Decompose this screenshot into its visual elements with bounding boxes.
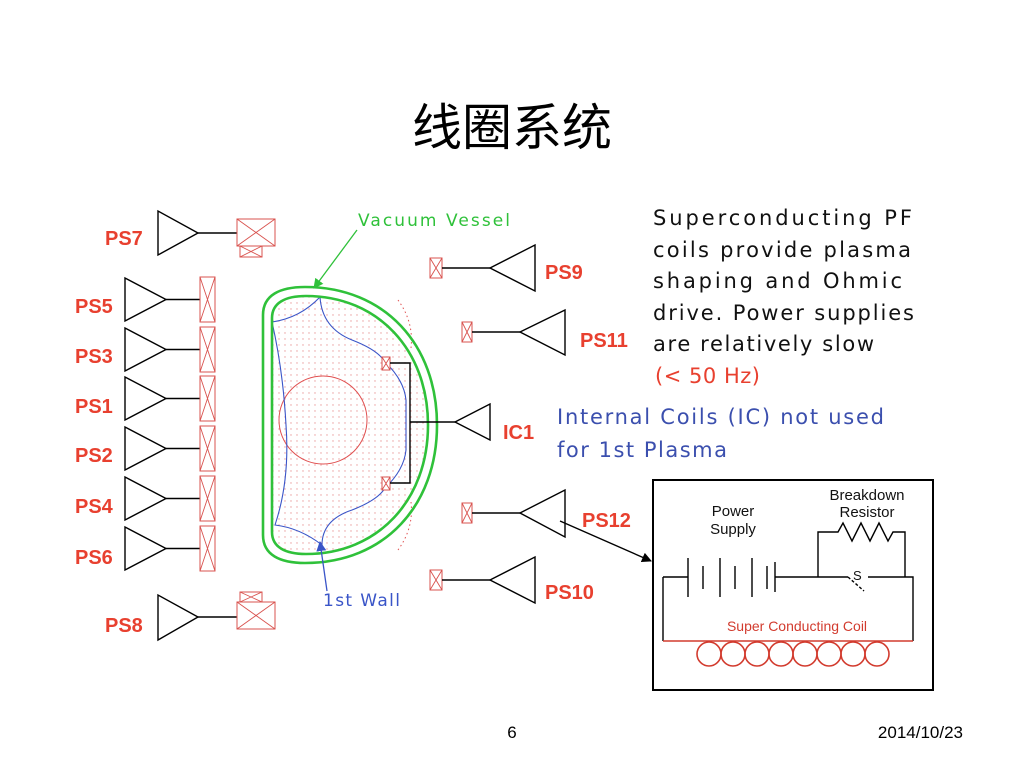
- pf-note-line-3: shaping and Ohmic: [653, 269, 902, 293]
- internal-coils: [381, 356, 391, 491]
- ps2-amplifier-symbol: [124, 425, 168, 472]
- ps8-label: PS8: [105, 615, 143, 637]
- battery-left-wire: [662, 576, 688, 641]
- resistor-label-line-2: Resistor: [839, 504, 894, 521]
- switch-blade: [847, 576, 865, 592]
- power-supply-label-line-1: Power: [712, 503, 755, 520]
- first-wall-arrow: [316, 541, 328, 592]
- vacuum-vessel-arrow: [313, 229, 358, 289]
- ps10-coil-cross: [429, 569, 443, 591]
- ic1-wiring: [390, 362, 455, 484]
- first-wall-outline: [271, 295, 407, 547]
- ps2-supply: PS2: [75, 425, 216, 472]
- ps6-label: PS6: [75, 547, 113, 569]
- plasma-core-circle: [278, 375, 368, 465]
- pf-note-line-5: are relatively slow: [653, 332, 874, 356]
- power-supply-label-line-2: Supply: [710, 521, 756, 538]
- resistor-zigzag: [817, 521, 906, 577]
- ps7-coil-lower-cross: [239, 245, 263, 258]
- ps3-coil-cross: [199, 326, 216, 373]
- ps12-amplifier-symbol: [518, 488, 566, 539]
- ps1-coil-cross: [199, 375, 216, 422]
- ps2-coil-cross: [199, 425, 216, 472]
- ps6-supply: PS6: [75, 525, 216, 572]
- coil-label: Super Conducting Coil: [727, 618, 867, 634]
- ps2-label: PS2: [75, 445, 113, 467]
- internal-coil-upper-cross: [381, 356, 391, 371]
- ps9-supply: PS9: [429, 243, 583, 293]
- internal-coils-note: Internal Coils (IC) not used for 1st Pla…: [557, 405, 884, 462]
- ic-note-line-1: Internal Coils (IC) not used: [557, 405, 884, 429]
- ps9-label: PS9: [545, 262, 583, 284]
- ic1-amplifier-symbol: [453, 402, 491, 442]
- ps4-label: PS4: [75, 496, 114, 518]
- ps1-amplifier-symbol: [124, 375, 168, 422]
- ps5-amplifier-symbol: [124, 276, 168, 323]
- ps3-amplifier-symbol: [124, 326, 168, 373]
- vacuum-vessel-label: Vacuum Vessel: [358, 211, 510, 231]
- pf-note-line-1: Superconducting PF: [653, 206, 912, 230]
- superconducting-coil: Super Conducting Coil: [663, 618, 913, 667]
- ps11-amplifier-symbol: [518, 308, 566, 357]
- ps6-coil-cross: [199, 525, 216, 572]
- ps4-coil-cross: [199, 475, 216, 522]
- ps8-amplifier-symbol: [157, 593, 200, 642]
- ps7-coil-cross: [236, 218, 276, 247]
- ps10-label: PS10: [545, 582, 594, 604]
- ps1-label: PS1: [75, 396, 113, 418]
- ps9-amplifier-symbol: [488, 243, 536, 293]
- ps11-supply: PS11: [461, 308, 628, 357]
- ps5-supply: PS5: [75, 276, 216, 323]
- ps10-supply: PS10: [429, 555, 594, 605]
- ps7-amplifier-symbol: [157, 209, 200, 257]
- ps4-amplifier-symbol: [124, 475, 168, 522]
- ic1-supply: IC1: [390, 362, 534, 484]
- slide-date: 2014/10/23: [878, 723, 963, 742]
- vacuum-vessel-inner-wall: [270, 294, 430, 556]
- ps10-amplifier-symbol: [488, 555, 536, 605]
- battery-right-wire: [774, 562, 848, 592]
- ps5-coil-cross: [199, 276, 216, 323]
- vacuum-vessel: [261, 285, 439, 565]
- battery-symbol: [662, 558, 848, 641]
- first-wall-label: 1st Wall: [323, 591, 400, 611]
- vacuum-vessel-outer-wall: [261, 285, 439, 565]
- switch-right-wire: [868, 576, 914, 641]
- ps12-supply: PS12: [461, 488, 631, 539]
- ps8-coil-upper-cross: [239, 591, 263, 603]
- ps5-label: PS5: [75, 296, 113, 318]
- resistor-label-line-1: Breakdown: [829, 487, 904, 504]
- ps7-supply: PS7: [105, 209, 276, 258]
- ps9-coil-cross: [429, 257, 443, 279]
- switch-label: S: [853, 568, 862, 583]
- page-number: 6: [507, 723, 516, 742]
- ps8-supply: PS8: [105, 591, 276, 642]
- ps8-coil: [236, 591, 276, 630]
- ps12-coil-cross: [461, 502, 473, 524]
- switch: S: [847, 568, 914, 641]
- circuit-pointer-arrow: [559, 520, 652, 562]
- ps3-label: PS3: [75, 346, 113, 368]
- ps11-label: PS11: [580, 330, 628, 352]
- circuit-inset: Power Supply Breakdown Resistor S Super …: [652, 479, 934, 691]
- ps1-supply: PS1: [75, 375, 216, 422]
- tokamak-cross-section: [261, 285, 439, 565]
- ps8-coil-cross: [236, 601, 276, 630]
- ps6-amplifier-symbol: [124, 525, 168, 572]
- ps7-label: PS7: [105, 228, 143, 250]
- slide-title: 线圈系统: [412, 99, 612, 157]
- pf-frequency-note: (< 50 Hz): [655, 364, 760, 388]
- internal-coil-lower-cross: [381, 476, 391, 491]
- coil-loop: [864, 641, 890, 667]
- ps4-supply: PS4: [75, 475, 216, 522]
- ps3-supply: PS3: [75, 326, 216, 373]
- ic1-label: IC1: [503, 422, 534, 444]
- ps7-coil: [236, 218, 276, 258]
- ps12-label: PS12: [582, 510, 631, 532]
- ic-note-line-2: for 1st Plasma: [557, 438, 727, 462]
- breakdown-resistor: [817, 521, 906, 577]
- ps11-coil-cross: [461, 321, 473, 343]
- pf-note-line-4: drive. Power supplies: [653, 301, 914, 325]
